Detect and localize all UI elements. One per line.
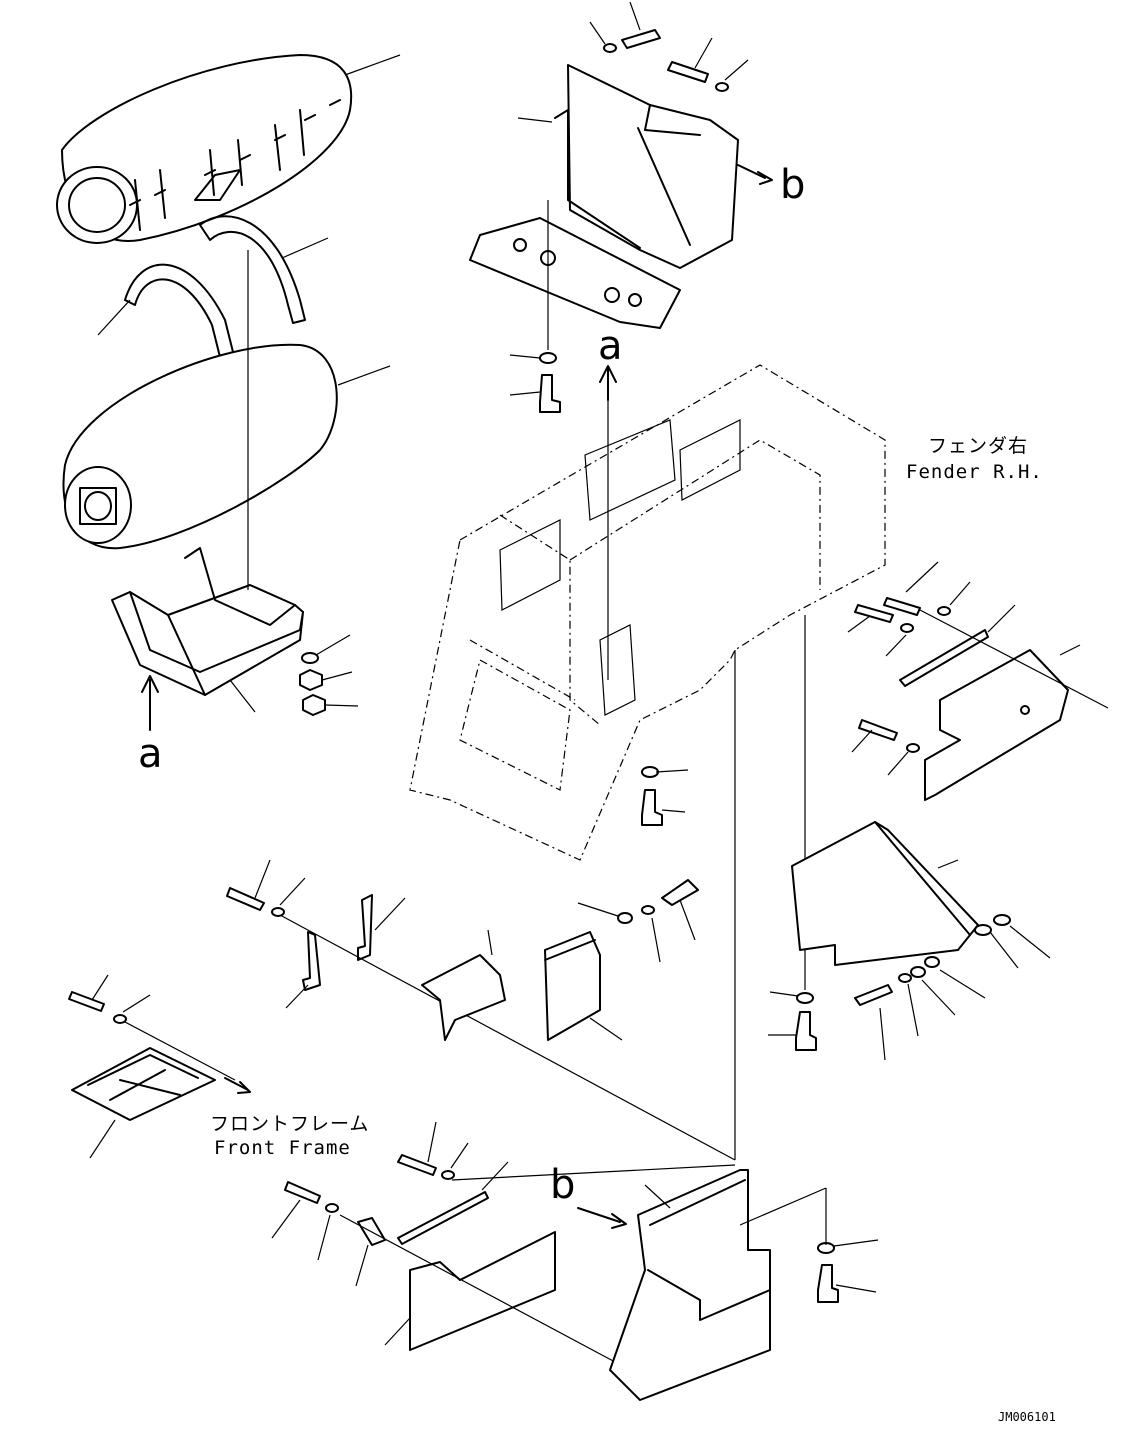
fender-rh-body: [409, 364, 886, 1160]
drawing-code: JM006101: [998, 1410, 1056, 1424]
middle-brackets: [226, 859, 736, 1161]
bottom-parts: [271, 1121, 879, 1401]
front-frame-parts: [68, 974, 251, 1159]
front-frame-caption-jp: フロントフレーム: [210, 1113, 370, 1135]
arrow-label-b-bottom: b: [550, 1162, 576, 1208]
muffler: [62, 250, 391, 590]
fender-caption-en: Fender R.H.: [906, 461, 1043, 483]
fender-caption-jp: フェンダ右: [928, 435, 1029, 457]
arrow-label-a-top: a: [598, 323, 623, 369]
muffler-cover-upper: [56, 54, 401, 244]
arrow-label-b-top: b: [780, 162, 806, 208]
muffler-bracket: [111, 547, 359, 731]
front-frame-caption-en: Front Frame: [214, 1137, 351, 1159]
top-cover: [469, 1, 773, 413]
arrow-label-a-bottom: a: [138, 731, 163, 777]
right-side-plates: [768, 561, 1109, 1061]
